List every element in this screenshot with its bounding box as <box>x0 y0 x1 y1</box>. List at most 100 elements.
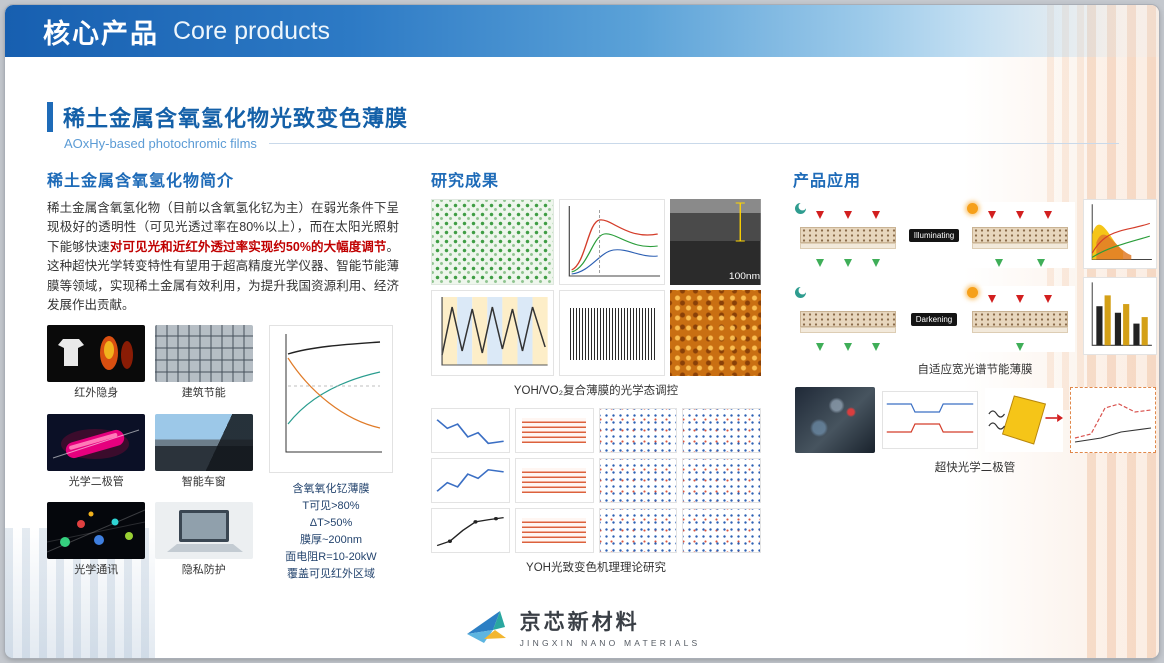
caption-mechanism: YOH光致变色机理理论研究 <box>526 562 666 574</box>
app-caption: 光学二极管 <box>68 475 124 488</box>
section-subtitle-row: AOxHy-based photochromic films <box>64 136 1125 151</box>
fig-switching-traces <box>881 391 978 449</box>
spec-line: 含氧氧化钇薄膜 <box>292 483 370 496</box>
fig-solar-spectrum <box>1083 199 1157 269</box>
fig-sem-cross-section: 100nm <box>670 199 761 285</box>
spec-line: T可见>80% <box>302 500 360 513</box>
fig-lattice-map <box>682 508 761 553</box>
film-spec-list: 含氧氧化钇薄膜 T可见>80% ΔT>50% 膜厚~200nm 面电阻R=10-… <box>285 481 376 583</box>
fig-transmittance-chart <box>269 325 393 474</box>
schematic-day-illuminating <box>965 202 1075 268</box>
fig-lattice-map <box>682 408 761 453</box>
film-performance-charts <box>1083 199 1157 355</box>
spec-line: 膜厚~200nm <box>299 534 363 547</box>
intro-paragraph: 稀土金属含氧氢化物（目前以含氧氢化钇为主）在弱光条件下呈现极好的透明性（可见光透… <box>47 199 399 315</box>
application-photo-grid: 红外隐身 建筑节能 <box>47 325 253 583</box>
fig-afm-surface <box>670 290 761 376</box>
caption-optical-state: YOH/VO₂复合薄膜的光学态调控 <box>513 385 679 397</box>
app-privacy: 隐私防护 <box>154 502 254 583</box>
fig-spectra-chart <box>558 199 666 285</box>
fig-experiment-photo <box>794 387 875 453</box>
app-caption: 智能车窗 <box>181 475 226 488</box>
infrared-stealth-image <box>47 325 145 383</box>
app-caption: 红外隐身 <box>74 387 119 400</box>
app-optical-diode: 光学二极管 <box>47 413 146 495</box>
spec-line: ΔT>50% <box>309 517 353 530</box>
caption-adaptive-film: 自适应宽光谱节能薄膜 <box>917 364 1033 376</box>
building-facade-image <box>154 325 253 383</box>
header-banner: 核心产品 Core products <box>5 5 1159 57</box>
fig-optical-diode <box>47 413 145 471</box>
fig-ultrafast-diode <box>793 387 1157 453</box>
schematic-night-illuminating <box>793 202 903 268</box>
company-name-en: JINGXIN NANO MATERIALS <box>519 638 701 648</box>
fig-energy-curve <box>431 408 510 453</box>
caption-ultrafast-diode: 超快光学二极管 <box>934 462 1016 474</box>
company-name-zh: 京芯新材料 <box>519 611 640 634</box>
app-caption: 光学通讯 <box>74 564 119 577</box>
fig-mechanism-panel <box>431 408 761 553</box>
fig-optical-state-control: 100nm <box>431 199 761 376</box>
fig-privacy-protection <box>154 502 253 560</box>
app-infrared-stealth: 红外隐身 <box>47 325 146 406</box>
schematic-day-darkening <box>965 286 1075 352</box>
fig-md-trace <box>514 408 594 453</box>
label-illuminating: Illuminating <box>908 228 960 242</box>
fig-energy-curve <box>431 458 510 503</box>
intro-side-column: 含氧氧化钇薄膜 T可见>80% ΔT>50% 膜厚~200nm 面电阻R=10-… <box>263 325 399 583</box>
banner-title-en: Core products <box>173 16 331 45</box>
fig-infrared-stealth <box>47 325 145 383</box>
app-caption: 建筑节能 <box>181 387 226 400</box>
research-heading: 研究成果 <box>431 173 500 190</box>
section-title-row: 稀土金属含氧氢化物光致变色薄膜 <box>47 101 1125 133</box>
app-smart-window: 智能车窗 <box>154 413 254 495</box>
company-name-block: 京芯新材料 JINGXIN NANO MATERIALS <box>520 606 701 648</box>
page-subtitle: AOxHy-based photochromic films <box>64 136 257 151</box>
fig-performance-bars <box>1083 277 1157 355</box>
film-schematics: Illuminating Darkening <box>793 199 1075 355</box>
slide: 核心产品 Core products 稀土金属含氧氢化物光致变色薄膜 AOxHy… <box>5 5 1159 658</box>
fig-lattice-map <box>598 508 678 553</box>
fig-lattice-map <box>598 408 678 453</box>
spec-line: 面电阻R=10-20kW <box>285 551 377 564</box>
column-application: 产品应用 Illuminating <box>793 165 1157 585</box>
sun-icon <box>967 203 979 214</box>
fig-optical-communication <box>47 502 145 560</box>
intro-text-highlight: 对可见光和近红外透过率实现约50%的大幅度调节 <box>109 239 387 254</box>
app-optical-comm: 光学通讯 <box>47 502 146 583</box>
fig-lattice-map <box>598 458 678 503</box>
footer: 京芯新材料 JINGXIN NANO MATERIALS <box>5 606 1159 648</box>
sem-scale-bar-label: 100nm <box>729 272 760 282</box>
fig-crystal-structure <box>431 199 554 285</box>
fig-lattice-map <box>682 458 761 503</box>
intro-heading: 稀土金属含氧氢化物简介 <box>47 173 235 190</box>
moon-icon <box>795 203 806 214</box>
spec-line: 覆盖可见红外区域 <box>286 568 375 581</box>
sun-icon <box>967 287 979 298</box>
laptop-image <box>154 502 253 560</box>
main-content: 稀土金属含氧氢化物光致变色薄膜 AOxHy-based photochromic… <box>47 57 1157 596</box>
schematic-night-darkening <box>793 286 903 352</box>
fig-oscillation-chart <box>558 290 666 376</box>
column-research: 研究成果 <box>431 165 761 585</box>
fig-asymmetry-schematic <box>984 388 1063 452</box>
fiber-optics-image <box>47 502 145 560</box>
moon-icon <box>795 287 806 298</box>
fig-building-energy <box>154 325 253 383</box>
intro-media: 红外隐身 建筑节能 <box>47 325 399 583</box>
fig-adaptive-film: Illuminating Darkening <box>793 199 1157 355</box>
transmittance-spectra <box>285 334 382 453</box>
intro-text-before: 稀土金属含氧氢化物（目前以含氧氢化钇为主）在弱光条件下呈现极好的透明性（可见光透… <box>47 201 399 254</box>
subtitle-rule <box>268 143 1119 144</box>
company-logo-icon <box>466 611 506 643</box>
optical-diode-image <box>47 413 145 471</box>
intro-text-after: 。这种超快光学转变特性有望用于超高精度光学仪器、智能节能薄膜等领域，实现稀土金属… <box>47 239 399 312</box>
app-building-energy: 建筑节能 <box>154 325 254 406</box>
title-accent-bar <box>47 102 53 132</box>
label-darkening: Darkening <box>910 312 958 326</box>
smart-window-image <box>154 413 253 471</box>
fig-response-curves <box>1069 387 1156 453</box>
fig-cycling-chart <box>431 290 554 376</box>
page-title: 稀土金属含氧氢化物光致变色薄膜 <box>63 106 409 131</box>
fig-smart-window <box>154 413 253 471</box>
